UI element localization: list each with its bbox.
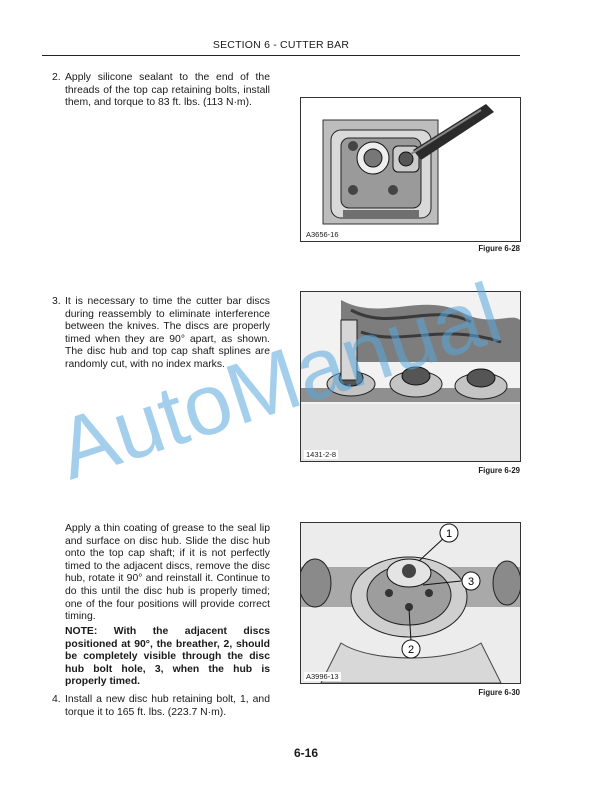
step-3-text: It is necessary to time the cutter bar d…	[65, 296, 270, 370]
callout-2: 2	[408, 644, 414, 656]
step-3: 3. It is necessary to time the cutter ba…	[52, 296, 270, 372]
figure-6-29-id: 1431-2-8	[304, 450, 339, 459]
section-header: SECTION 6 - CUTTER BAR	[212, 39, 350, 51]
page-number: 6-16	[293, 746, 319, 760]
figure-6-28-image: A3656-16	[300, 97, 521, 242]
figure-6-28-id: A3656-16	[304, 230, 341, 239]
step-3-number: 3.	[52, 296, 61, 307]
step-2: 2. Apply silicone sealant to the end of …	[52, 72, 270, 110]
figure-6-30-caption: Figure 6-30	[478, 688, 520, 697]
step-2-text: Apply silicone sealant to the end of the…	[65, 72, 270, 109]
callout-3: 3	[468, 576, 474, 588]
figure-6-29-caption: Figure 6-29	[478, 466, 520, 475]
callout-1: 1	[446, 528, 452, 540]
step-4: 4. Install a new disc hub retaining bolt…	[52, 694, 270, 719]
step-4-text: Install a new disc hub retaining bolt, 1…	[65, 694, 270, 718]
figure-6-30-image: 1 3 2 A3996-13	[300, 522, 521, 684]
grease-paragraph: Apply a thin coating of grease to the se…	[65, 523, 270, 623]
header-rule	[42, 55, 520, 56]
step-2-number: 2.	[52, 72, 61, 83]
figure-6-28-caption: Figure 6-28	[478, 244, 520, 253]
timing-note: NOTE: With the adjacent discs positioned…	[65, 626, 270, 688]
step-4-number: 4.	[52, 694, 61, 705]
figure-6-29-image: 1431-2-8	[300, 291, 521, 462]
figure-6-30-id: A3996-13	[304, 672, 341, 681]
